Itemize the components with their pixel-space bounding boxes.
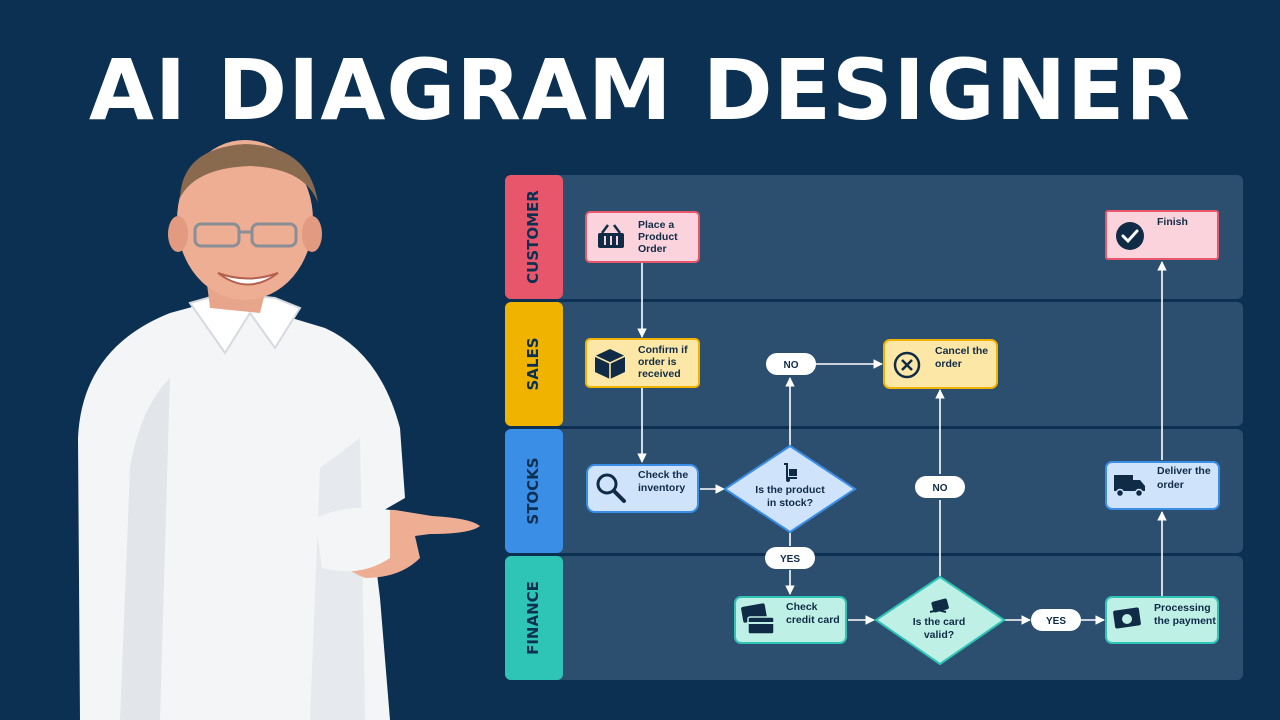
svg-text:NO: NO bbox=[784, 360, 799, 371]
svg-text:Place a: Place a bbox=[638, 219, 674, 231]
card-hand-icon bbox=[929, 598, 949, 613]
money-icon bbox=[1113, 607, 1141, 629]
svg-text:order: order bbox=[1157, 479, 1184, 491]
lane-finance-tab bbox=[505, 556, 563, 680]
lane-stocks-label: STOCKS bbox=[524, 457, 542, 524]
label-yes-card: YES bbox=[1031, 609, 1081, 631]
svg-text:YES: YES bbox=[1046, 616, 1066, 627]
svg-text:NO: NO bbox=[933, 483, 948, 494]
node-place-order: Place a Product Order bbox=[585, 211, 700, 263]
presenter-photo bbox=[78, 140, 480, 720]
svg-text:Cancel the: Cancel the bbox=[935, 345, 988, 357]
svg-text:Check: Check bbox=[786, 601, 818, 613]
svg-text:credit card: credit card bbox=[786, 614, 840, 626]
svg-text:Confirm if: Confirm if bbox=[638, 344, 688, 356]
label-no-stock: NO bbox=[766, 353, 816, 375]
svg-text:inventory: inventory bbox=[638, 482, 685, 494]
svg-text:Order: Order bbox=[638, 243, 667, 255]
svg-text:Finish: Finish bbox=[1157, 216, 1188, 228]
lane-customer-tab bbox=[505, 175, 563, 299]
node-deliver-order: Deliver the order bbox=[1105, 461, 1220, 510]
node-card-valid-decision: Is the card valid? bbox=[874, 575, 1006, 666]
svg-text:the payment: the payment bbox=[1154, 615, 1216, 627]
node-confirm-order: Confirm if order is received bbox=[585, 338, 700, 388]
svg-text:valid?: valid? bbox=[924, 629, 954, 641]
x-circle-icon bbox=[893, 351, 921, 379]
svg-text:Processing: Processing bbox=[1154, 602, 1211, 614]
lane-sales-tab bbox=[505, 302, 563, 426]
svg-text:Deliver the: Deliver the bbox=[1157, 465, 1211, 477]
check-circle-icon bbox=[1116, 222, 1144, 250]
page-title: AI DIAGRAM DESIGNER bbox=[88, 41, 1192, 139]
label-no-card: NO bbox=[915, 476, 965, 498]
lane-customer-label: CUSTOMER bbox=[524, 190, 542, 284]
lane-customer-panel bbox=[505, 175, 1243, 299]
svg-text:in stock?: in stock? bbox=[767, 497, 813, 509]
search-icon bbox=[596, 473, 626, 503]
node-check-credit-card: Check credit card bbox=[734, 596, 847, 644]
lane-sales-label: SALES bbox=[524, 337, 542, 390]
svg-text:Is the product: Is the product bbox=[755, 484, 825, 496]
node-finish: Finish bbox=[1105, 210, 1219, 260]
basket-icon bbox=[598, 224, 624, 248]
svg-text:Check the: Check the bbox=[638, 469, 688, 481]
credit-card-icon bbox=[741, 603, 775, 635]
svg-text:order: order bbox=[935, 358, 962, 370]
svg-text:Product: Product bbox=[638, 231, 678, 243]
svg-text:received: received bbox=[638, 368, 681, 380]
svg-text:Is the card: Is the card bbox=[913, 616, 966, 628]
node-check-inventory: Check the inventory bbox=[586, 464, 699, 513]
dolly-icon bbox=[784, 463, 797, 482]
node-cancel-order: Cancel the order bbox=[883, 339, 998, 389]
label-yes-stock: YES bbox=[765, 547, 815, 569]
lane-finance-label: FINANCE bbox=[524, 581, 542, 655]
truck-icon bbox=[1114, 475, 1145, 498]
lane-stocks-panel bbox=[505, 429, 1243, 553]
node-in-stock-decision: Is the product in stock? bbox=[723, 444, 857, 534]
svg-text:order is: order is bbox=[638, 356, 677, 368]
svg-text:YES: YES bbox=[780, 554, 800, 565]
node-processing-payment: Processing the payment bbox=[1105, 596, 1219, 644]
box-icon bbox=[594, 349, 626, 379]
lane-stocks-tab bbox=[505, 429, 563, 553]
